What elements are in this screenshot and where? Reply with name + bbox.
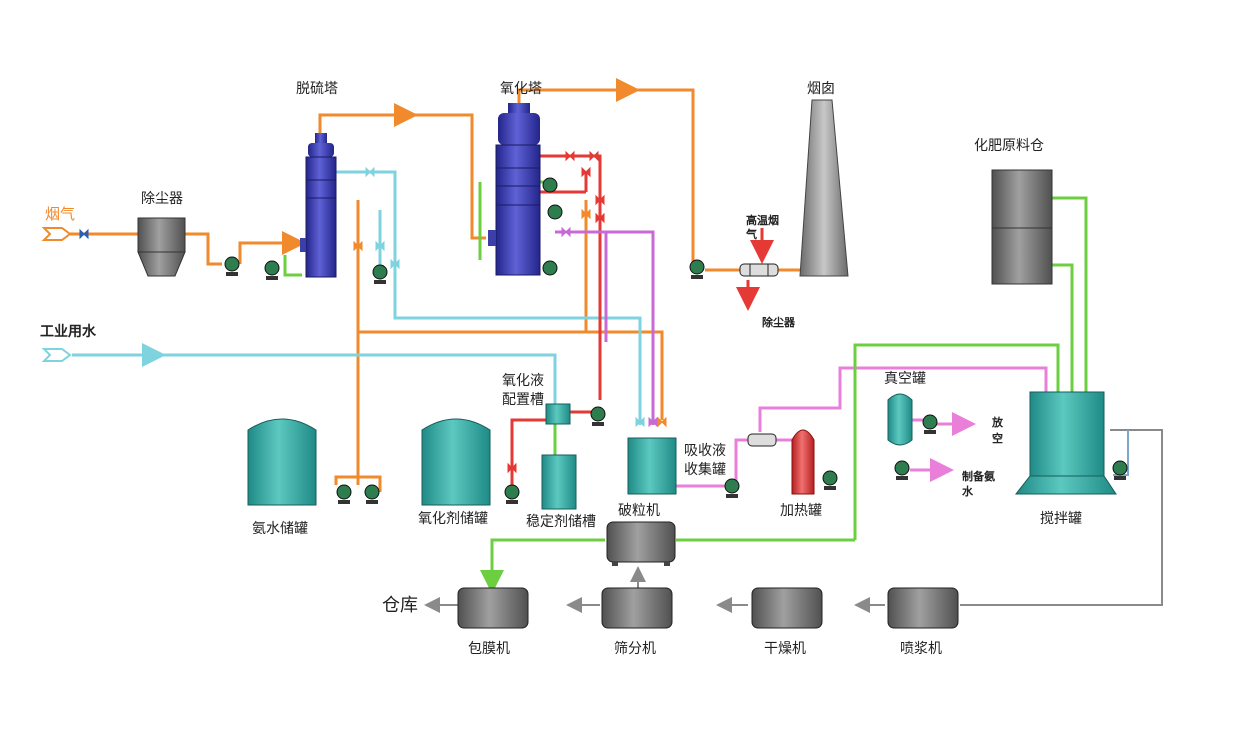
oxidation-tower-label: 氧化塔 (500, 81, 542, 97)
screening-machine-label: 筛分机 (614, 641, 656, 657)
oxidant-prep-tank-label-1: 氧化液 (502, 373, 544, 389)
desulf-to-oxid-pipe (318, 113, 486, 240)
valve-icon (561, 226, 571, 238)
valve-icon (589, 150, 599, 162)
oxidant-prep-tank-label-2: 配置槽 (502, 392, 544, 408)
pump-icon (822, 470, 838, 490)
pump-icon (689, 259, 705, 279)
valve-icon (595, 212, 605, 224)
chimney-label: 烟囱 (807, 81, 835, 97)
oxid-to-chimney-pipe (517, 88, 695, 262)
dust-collector-small-label: 除尘器 (762, 315, 796, 329)
pump-icon (264, 260, 280, 280)
valve-icon (648, 416, 658, 428)
pump-icon (894, 460, 910, 480)
valve-icon (657, 416, 667, 428)
stabilizer-storage-label: 稳定剂储槽 (526, 514, 596, 530)
stabilizer-tank (541, 454, 577, 510)
flue-gas-label: 烟气 (45, 205, 75, 223)
high-temp-flue-gas-label-1: 高温烟 (746, 213, 779, 227)
valve-icon (565, 150, 575, 162)
pump-icon (542, 260, 558, 276)
absorbent-pipe (555, 230, 655, 425)
screening-machine (601, 587, 673, 629)
dryer-machine (751, 587, 823, 629)
desulfurization-tower (300, 133, 337, 278)
crusher-machine (606, 521, 676, 566)
oxidant-pipe-1 (538, 154, 602, 400)
mixing-tank-label: 搅拌罐 (1040, 511, 1082, 527)
valve-icon (635, 416, 645, 428)
water-inlet-icon (41, 348, 72, 362)
dust-to-fan-pipe (185, 232, 222, 266)
valve-icon (390, 258, 400, 270)
coating-machine-label: 包膜机 (468, 641, 510, 657)
small-heat-exchanger (747, 433, 777, 447)
make-ammonia-label-2: 水 (962, 484, 974, 498)
dryer-label: 干燥机 (764, 641, 806, 657)
oxidation-tower (488, 103, 541, 276)
fan-to-desulf-pipe (238, 231, 306, 264)
pump-icon (336, 484, 352, 504)
pump-icon (922, 414, 938, 434)
flue-gas-inlet-icon (41, 227, 72, 241)
make-ammonia-label-1: 制备氨 (962, 469, 995, 483)
pump-icon (224, 256, 240, 276)
industrial-water-label: 工业用水 (40, 323, 97, 340)
heating-loop-pipe (676, 438, 748, 488)
oxidant-storage-tank (421, 418, 491, 506)
absorb-collect-tank (627, 437, 677, 495)
ammonia-storage-tank (247, 418, 317, 506)
heating-tank (791, 429, 815, 495)
pump-icon (372, 264, 388, 284)
spray-granulator-label: 喷浆机 (900, 641, 942, 657)
pump-icon (364, 484, 380, 504)
mixing-tank (1014, 391, 1117, 495)
mixer-to-spray-pipe (960, 429, 1163, 606)
valve-icon (581, 208, 591, 220)
pump-icon (542, 177, 558, 193)
valve-icon (353, 240, 363, 252)
pump-icon (547, 204, 563, 220)
water-circulation-pipe (332, 170, 642, 425)
valve-icon (595, 194, 605, 206)
heat-exchanger (739, 263, 779, 277)
pump-icon (590, 406, 606, 426)
coating-machine (457, 587, 529, 629)
spray-granulator-machine (887, 587, 959, 629)
absorb-collect-label-2: 收集罐 (684, 461, 726, 478)
heating-tank-label: 加热罐 (780, 503, 822, 519)
pumps (224, 177, 1128, 504)
pump-icon (1112, 460, 1128, 480)
dust-collector-label: 除尘器 (141, 191, 183, 207)
vacuum-tank-label: 真空罐 (884, 371, 926, 387)
oxidant-prep-tank (545, 403, 571, 425)
pump-icon (724, 478, 740, 498)
oxidant-storage-pipe (510, 418, 548, 494)
absorb-collect-label-1: 吸收液 (684, 443, 726, 459)
oxidant-storage-label: 氧化剂储罐 (418, 511, 488, 527)
fertilizer-silo (991, 169, 1053, 285)
valves (79, 150, 667, 474)
pipes (70, 78, 1163, 613)
ammonia-distribution-pipe (358, 330, 664, 420)
valve-icon (365, 166, 375, 178)
dust-collector (137, 217, 186, 277)
chimney (799, 99, 849, 277)
vent-label-2: 空 (992, 431, 1003, 445)
high-temp-flue-gas-label-2: 气 (745, 227, 757, 241)
warehouse-label: 仓库 (382, 595, 418, 616)
vacuum-tank (887, 393, 913, 446)
valve-icon (79, 228, 89, 240)
valve-icon (581, 166, 591, 178)
pump-icon (504, 484, 520, 504)
fertilizer-silo-label: 化肥原料仓 (974, 138, 1044, 154)
valve-icon (375, 240, 385, 252)
vent-label-1: 放 (991, 415, 1004, 429)
desulfurization-tower-label: 脱硫塔 (296, 81, 338, 97)
crusher-label: 破粒机 (618, 503, 660, 519)
valve-icon (507, 462, 517, 474)
ammonia-storage-label: 氨水储罐 (252, 521, 308, 537)
